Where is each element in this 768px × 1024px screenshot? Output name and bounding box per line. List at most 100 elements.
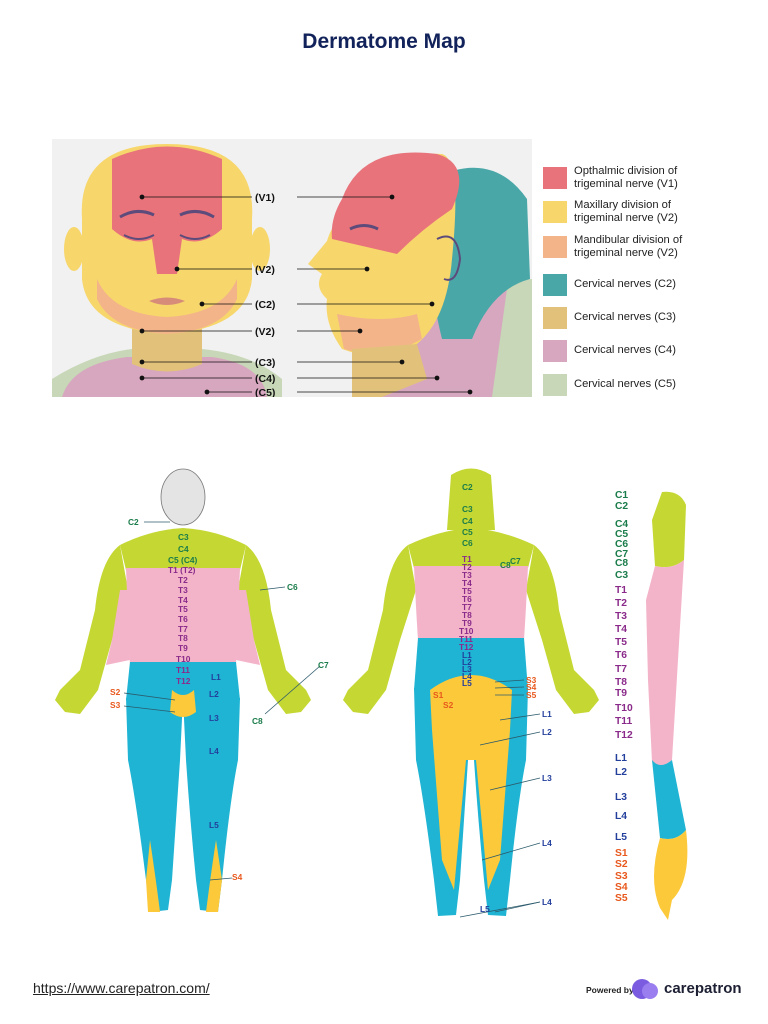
legend-line: trigeminal nerve (V2) — [574, 212, 678, 224]
legend-line: Cervical nerves (C2) — [574, 278, 676, 290]
page-title: Dermatome Map — [302, 30, 466, 53]
front-label-group: C2 C3 C4 C5 (C4) T1 (T2) T2 T3 T4 T5 T6 … — [110, 517, 329, 882]
front-label-c5c4: C5 (C4) — [168, 555, 198, 565]
back-arm-right — [526, 545, 599, 714]
spine-label: C6 — [615, 539, 628, 550]
back-label-group: C2 C3 C4 C5 C6 C7 C8 T1 T2 T3 T4 T5 T6 T… — [433, 482, 552, 914]
head-leader-lines — [139, 194, 473, 395]
front-label-s4: S4 — [232, 872, 243, 882]
front-label-l4: L4 — [209, 746, 219, 756]
spine-label: T5 — [615, 637, 627, 648]
front-label-l2: L2 — [209, 689, 219, 699]
spine-label: T8 — [615, 677, 627, 688]
front-body — [55, 468, 311, 912]
back-leaders — [459, 679, 541, 918]
spine-label: T2 — [615, 598, 627, 609]
legend-item: Cervical nerves (C2) — [543, 272, 733, 298]
front-ear-left — [64, 227, 84, 271]
spine-label: T10 — [615, 703, 633, 714]
back-label-s5: S5 — [526, 690, 537, 700]
spine-label: S1 — [615, 848, 628, 859]
back-label-c6: C6 — [462, 538, 473, 548]
back-label-t8: T8 — [462, 610, 472, 620]
spine-lumbar — [652, 760, 686, 839]
spine-label: S2 — [615, 859, 628, 870]
back-label-s1: S1 — [433, 690, 444, 700]
body-labels: C2 C3 C4 C5 (C4) T1 (T2) T2 T3 T4 T5 T6 … — [110, 482, 633, 918]
footer-link[interactable]: https://www.carepatron.com/ — [33, 980, 210, 996]
front-label-c3: C3 — [178, 532, 189, 542]
spine-label: S4 — [615, 882, 628, 893]
spine-thoracic — [646, 560, 684, 766]
spine-label: C7 — [615, 549, 628, 560]
front-c4-region — [62, 357, 267, 397]
back-label-right-l4b: L4 — [542, 897, 552, 907]
front-inner-arm-right — [236, 590, 260, 665]
back-label-t4: T4 — [462, 578, 472, 588]
front-label-l3: L3 — [209, 713, 219, 723]
powered-by-text: Powered by — [586, 985, 634, 995]
front-label-c2: C2 — [128, 517, 139, 527]
front-ear-right — [250, 227, 270, 271]
legend-line: Cervical nerves (C5) — [574, 378, 676, 390]
front-label-t1t2: T1 (T2) — [168, 565, 196, 575]
back-label-l4: L4 — [462, 671, 472, 681]
legend-item: Cervical nerves (C4) — [543, 338, 733, 364]
legend-swatch — [543, 274, 567, 296]
legend-swatch — [543, 201, 567, 223]
side-eyebrow — [349, 224, 379, 231]
front-label-l5: L5 — [209, 820, 219, 830]
legend-line: trigeminal nerve (V2) — [574, 247, 678, 259]
back-label-t3: T3 — [462, 570, 472, 580]
spine-label: T9 — [615, 688, 627, 699]
front-inner-arm-left — [106, 590, 130, 665]
back-label-t1: T1 — [462, 554, 472, 564]
front-label-c4: C4 — [178, 544, 189, 554]
spine-label: T12 — [615, 730, 633, 741]
legend-swatch — [543, 236, 567, 258]
front-face — [52, 144, 282, 397]
front-mouth — [149, 297, 185, 305]
back-label-s4: S4 — [526, 682, 537, 692]
front-sacral-foot-left — [146, 840, 160, 912]
front-label-t10: T10 — [176, 654, 191, 664]
label-v2-lower: (V2) — [255, 326, 275, 338]
spine-label: T7 — [615, 664, 627, 675]
back-upper-cervical — [408, 528, 534, 568]
head-illustrations: (V1) (V2) (C2) (V2) (C3) (C4) (C5) — [52, 144, 532, 397]
back-label-l3: L3 — [462, 664, 472, 674]
back-label-s3: S3 — [526, 675, 537, 685]
spine-label: L3 — [615, 792, 627, 803]
body-dermatome-figures — [55, 468, 688, 920]
label-c4: (C4) — [255, 373, 275, 385]
front-label-t5: T5 — [178, 604, 188, 614]
front-label-t12: T12 — [176, 676, 191, 686]
front-label-c6: C6 — [287, 582, 298, 592]
spine — [646, 491, 688, 920]
front-v1-region — [112, 146, 222, 274]
back-label-c4: C4 — [462, 516, 473, 526]
front-eye-left — [123, 234, 155, 240]
spine-label: C5 — [615, 529, 628, 540]
label-v2-upper: (V2) — [255, 264, 275, 276]
back-label-t9: T9 — [462, 618, 472, 628]
back-label-t11: T11 — [459, 634, 473, 644]
legend-line: Maxillary division of — [574, 199, 671, 211]
back-label-c3: C3 — [462, 504, 473, 514]
legend-swatch — [543, 307, 567, 329]
back-label-c5: C5 — [462, 527, 473, 537]
back-sacral-buttocks — [430, 675, 512, 890]
spine-sacral — [654, 830, 688, 920]
front-arm-left — [55, 545, 128, 714]
front-thoracic — [126, 568, 240, 665]
front-sacral-groin — [170, 690, 196, 717]
back-lumbar — [414, 638, 528, 690]
back-label-t5: T5 — [462, 586, 472, 596]
side-profile — [308, 152, 532, 397]
back-label-t7: T7 — [462, 602, 472, 612]
legend-swatch — [543, 340, 567, 362]
back-label-right-l1: L1 — [542, 709, 552, 719]
front-label-t8: T8 — [178, 633, 188, 643]
back-label-l2: L2 — [462, 657, 472, 667]
